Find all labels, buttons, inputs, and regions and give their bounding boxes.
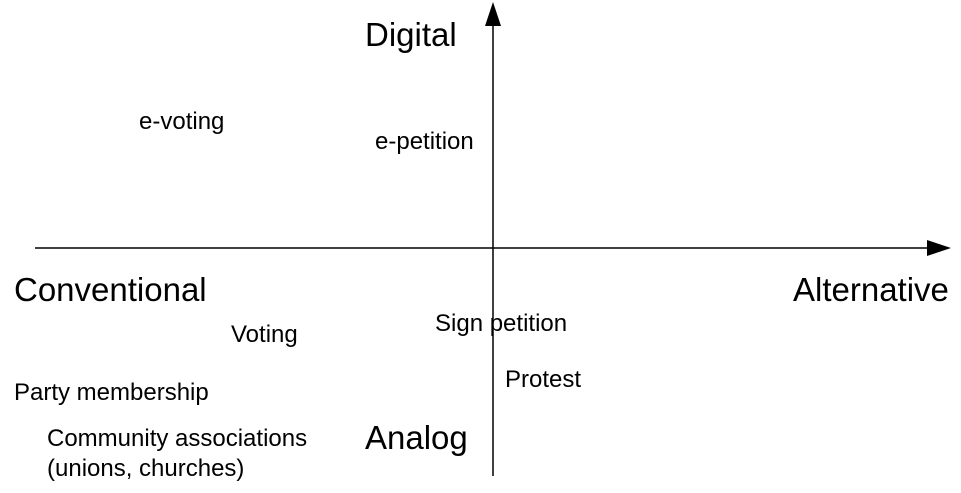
- item-e-voting: e-voting: [139, 108, 225, 135]
- axis-label-alternative: Alternative: [793, 271, 949, 308]
- item-community-associations-line2: (unions, churches): [47, 455, 245, 482]
- horizontal-axis-arrowhead: [927, 240, 951, 256]
- axis-label-digital: Digital: [365, 16, 457, 53]
- item-voting: Voting: [231, 321, 298, 348]
- item-party-membership: Party membership: [14, 379, 209, 406]
- item-protest: Protest: [505, 366, 582, 393]
- vertical-axis-arrowhead: [485, 2, 501, 26]
- axis-label-analog: Analog: [365, 419, 468, 456]
- item-community-associations-line1: Community associations: [47, 425, 308, 452]
- axis-label-conventional: Conventional: [14, 271, 207, 308]
- item-e-petition: e-petition: [375, 128, 474, 155]
- item-sign-petition: Sign petition: [435, 310, 568, 337]
- item-community-associations: Community associations (unions, churches…: [47, 424, 307, 484]
